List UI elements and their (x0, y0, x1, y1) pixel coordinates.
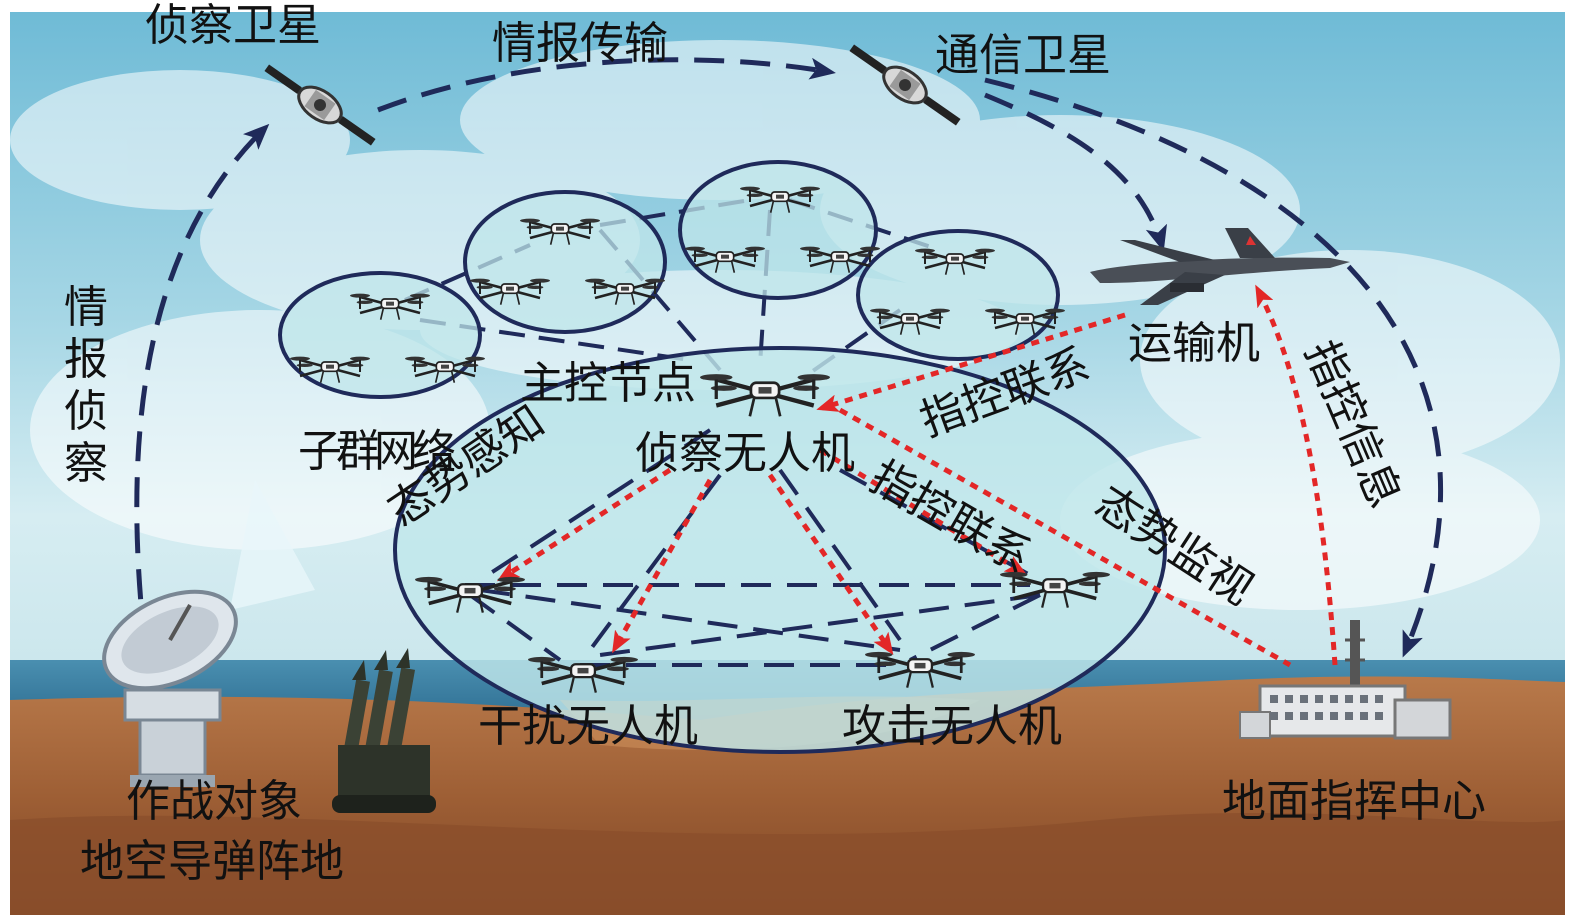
subgroup-cluster-3 (678, 160, 878, 300)
label-comm-satellite: 通信卫星 (935, 30, 1111, 81)
transport-aircraft-icon (1090, 228, 1350, 305)
subgroup-cluster-4 (856, 229, 1060, 361)
label-intel-transmission: 情报传输 (492, 18, 668, 69)
intel-transmission-arc (377, 57, 836, 113)
command-link-upper (816, 312, 1126, 412)
subgroup-cluster-1 (278, 271, 482, 399)
missile-launcher-icon (332, 648, 436, 813)
recon-to-left-link (496, 467, 672, 582)
label-recon-uav: 侦察无人机 (635, 428, 855, 479)
radar-dish-icon (102, 589, 238, 787)
recon-to-attack-link (767, 473, 894, 655)
label-transport-aircraft: 运输机 (1128, 318, 1260, 369)
subgroup-cluster-2 (463, 190, 667, 334)
label-master-node: 主控节点 (520, 358, 696, 409)
label-intel-recon: 情报侦察 (64, 282, 108, 489)
label-subgroup-network: 子群网络 (298, 426, 456, 477)
intel-recon-arc (134, 123, 270, 646)
swarm-mesh-links (465, 428, 1041, 667)
situation-monitoring-link (838, 407, 1292, 668)
label-combat-target: 作战对象 (126, 776, 302, 827)
command-link-lower (818, 447, 1028, 576)
main-swarm-ellipse (393, 346, 1167, 754)
label-ground-command-center: 地面指挥中心 (1222, 776, 1486, 827)
label-jamming-uav: 干扰无人机 (478, 701, 698, 752)
intel-links (134, 57, 1443, 658)
recon-to-jam-link (612, 478, 713, 654)
sat-to-aircraft-arc (984, 92, 1167, 252)
subgroup-clusters (278, 160, 1060, 399)
label-attack-uav: 攻击无人机 (842, 701, 1062, 752)
radar-beam (230, 480, 315, 610)
command-center-building-icon (1239, 620, 1452, 740)
sat-to-ground-arc (984, 77, 1443, 658)
red-command-links (496, 284, 1338, 668)
label-sam-site: 地空导弹阵地 (80, 836, 344, 887)
label-recon-satellite: 侦察卫星 (145, 0, 321, 51)
